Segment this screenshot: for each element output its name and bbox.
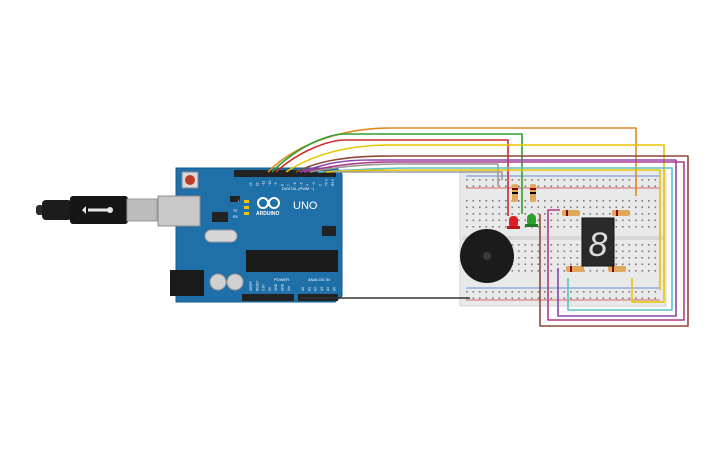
digital-pin-label: RX 0: [331, 179, 335, 186]
power-pin-label: Vin: [287, 286, 291, 291]
resistor-led-red[interactable]: [512, 184, 518, 202]
resistor-display-bottom-right[interactable]: [608, 266, 626, 272]
wire-green[interactable]: [271, 133, 523, 214]
seven-segment-digit: 8: [589, 226, 608, 264]
analog-pin-label: A3: [320, 287, 324, 291]
wire-purple[interactable]: [299, 159, 677, 317]
resistor-display-bottom-left[interactable]: [566, 266, 584, 272]
red-led[interactable]: [507, 216, 520, 229]
power-pin-label: 5V: [268, 286, 272, 291]
tx-label: TX: [233, 209, 238, 213]
digital-pwm-label: DIGITAL (PWM ~): [282, 186, 315, 191]
wire-magenta[interactable]: [303, 161, 685, 321]
power-pin-label: GND: [281, 283, 285, 291]
wire-gray[interactable]: [309, 163, 499, 186]
analog-pin-label: A4: [326, 287, 330, 291]
green-led[interactable]: [525, 214, 538, 227]
rx-label: RX: [233, 215, 239, 219]
digital-pin-label: ~5: [299, 182, 303, 186]
digital-pin-label: ~9: [274, 182, 278, 186]
power-label: POWER: [274, 277, 289, 282]
analog-pin-label: A0: [301, 287, 305, 291]
digital-pin-label: 12: [255, 182, 259, 186]
digital-pin-label: 4: [306, 184, 310, 186]
power-jack: [170, 270, 204, 296]
wire-red[interactable]: [275, 139, 509, 216]
power-header: [242, 294, 294, 301]
resistor-led-green[interactable]: [530, 184, 536, 202]
analog-in-label: ANALOG IN: [308, 277, 330, 282]
digital-pin-label: 7: [287, 184, 291, 186]
digital-pin-label: ~11: [262, 181, 266, 186]
digital-header: [234, 170, 336, 177]
arduino-model-label: UNO: [293, 200, 318, 212]
digital-pin-label: 2: [318, 184, 322, 186]
arduino-brand-label: ARDUINO: [256, 211, 279, 217]
analog-pin-label: A2: [314, 287, 318, 291]
seven-segment-display[interactable]: 8: [581, 217, 615, 267]
digital-pin-label: 8: [281, 184, 285, 186]
arduino-uno-board[interactable]: ARDUINO UNO DIGITAL (PWM ~) POWER ANALOG…: [157, 167, 343, 303]
power-pin-label: GND: [274, 283, 278, 291]
arduino-logo-icon: [257, 197, 280, 209]
center-channel: [462, 236, 664, 240]
resistor-display-top-left[interactable]: [562, 210, 580, 216]
digital-pin-label: ~6: [293, 182, 297, 186]
power-pin-label: RESET: [255, 280, 259, 291]
analog-pin-label: A5: [333, 287, 337, 291]
usb-b-jack: [157, 195, 201, 227]
digital-pin-label: ~3: [312, 182, 316, 186]
power-pin-label: IOREF: [249, 281, 253, 291]
digital-pin-label: ~10: [268, 180, 272, 186]
resistor-display-top-right[interactable]: [612, 210, 630, 216]
wire-brown[interactable]: [295, 155, 689, 327]
atmega-chip: [246, 250, 338, 272]
power-pin-label: 3.3V: [262, 284, 266, 291]
digital-pin-label: 13: [249, 182, 253, 186]
digital-pin-label: TX 1: [325, 179, 329, 186]
l-label: L: [238, 199, 240, 203]
wire-gray-2[interactable]: [333, 171, 503, 180]
usb-icon: [82, 206, 113, 214]
wire-yellow[interactable]: [285, 144, 665, 303]
piezo-buzzer[interactable]: [460, 229, 514, 283]
analog-pin-label: A1: [307, 287, 311, 291]
usb-cable[interactable]: [36, 196, 158, 224]
